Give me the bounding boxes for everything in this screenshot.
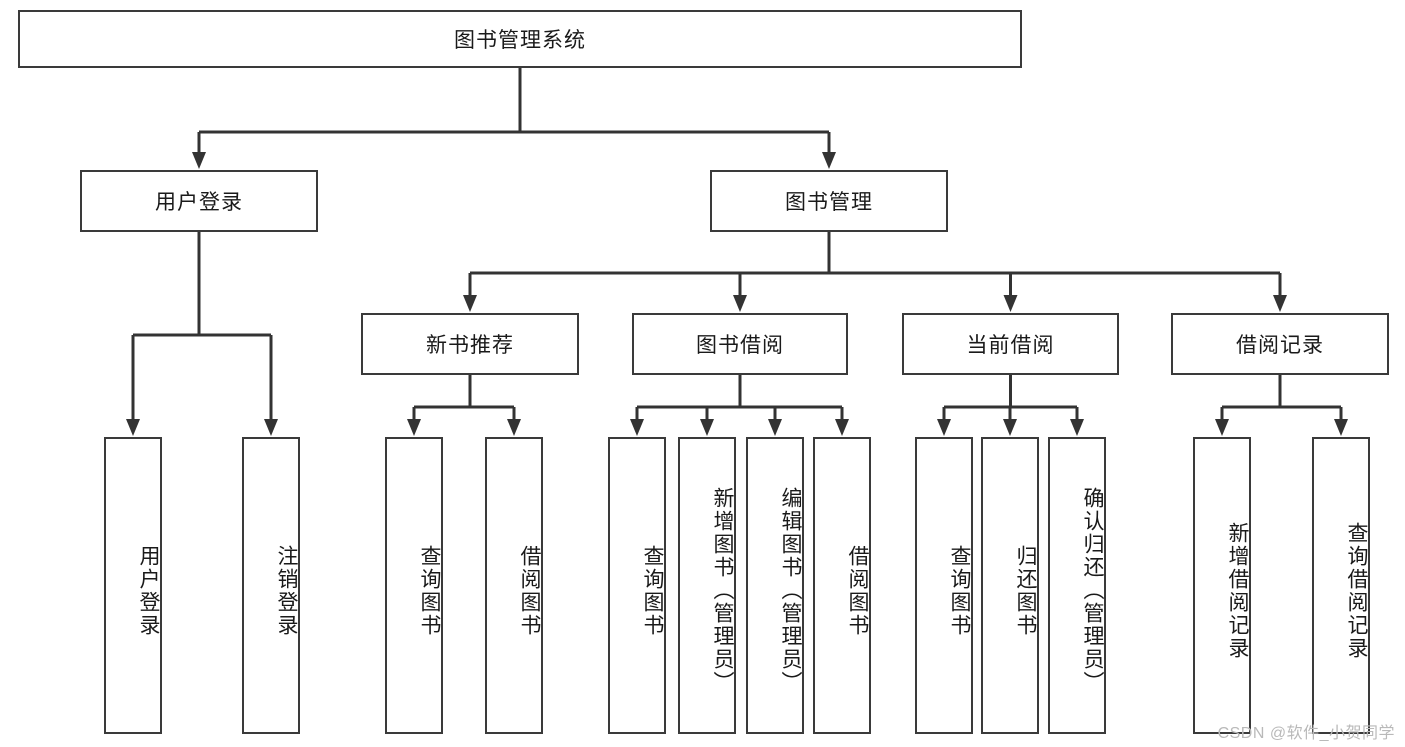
node-label: 新增图书（管理员）: [711, 487, 734, 694]
node-label: 借阅图书: [846, 544, 869, 637]
arrowhead: [1003, 295, 1018, 312]
arrowhead: [1334, 419, 1348, 436]
arrowhead: [733, 295, 747, 312]
node-bookmgmt[interactable]: 图书管理: [710, 170, 948, 232]
arrowhead: [463, 295, 477, 312]
node-newrec[interactable]: 新书推荐: [361, 313, 579, 375]
node-l-re-add[interactable]: 新增借阅记录: [1193, 437, 1251, 734]
arrowhead: [1003, 419, 1017, 436]
arrowhead: [937, 419, 951, 436]
node-label: 编辑图书（管理员）: [779, 487, 802, 694]
arrowhead: [1070, 419, 1084, 436]
node-l-cu-conf[interactable]: 确认归还（管理员）: [1048, 437, 1106, 734]
node-label: 查询图书: [948, 544, 971, 637]
node-label: 当前借阅: [966, 334, 1055, 357]
node-label: 注销登录: [275, 544, 298, 637]
node-l-userlogin[interactable]: 用户登录: [104, 437, 162, 734]
node-label: 借阅图书: [518, 544, 541, 637]
arrowhead: [264, 419, 278, 436]
node-label: 查询图书: [641, 544, 664, 637]
arrowhead: [1215, 419, 1229, 436]
node-label: 确认归还（管理员）: [1081, 487, 1104, 694]
arrowhead: [835, 419, 849, 436]
node-l-nr-query[interactable]: 查询图书: [385, 437, 443, 734]
arrowhead: [407, 419, 421, 436]
arrowhead: [822, 152, 836, 169]
node-records[interactable]: 借阅记录: [1171, 313, 1389, 375]
watermark-label: CSDN @软件_小贺同学: [1217, 725, 1395, 742]
node-l-bo-borrow[interactable]: 借阅图书: [813, 437, 871, 734]
arrowhead: [768, 419, 782, 436]
node-label: 查询借阅记录: [1345, 521, 1368, 660]
node-l-bo-edit[interactable]: 编辑图书（管理员）: [746, 437, 804, 734]
node-label: 图书管理: [785, 191, 873, 214]
node-l-logout[interactable]: 注销登录: [242, 437, 300, 734]
node-label: 用户登录: [155, 191, 243, 214]
node-l-bo-add[interactable]: 新增图书（管理员）: [678, 437, 736, 734]
node-l-re-query[interactable]: 查询借阅记录: [1312, 437, 1370, 734]
node-label: 新书推荐: [426, 334, 514, 357]
node-label: 图书借阅: [696, 334, 784, 357]
node-l-cu-query[interactable]: 查询图书: [915, 437, 973, 734]
node-l-nr-borrow[interactable]: 借阅图书: [485, 437, 543, 734]
node-l-cu-return[interactable]: 归还图书: [981, 437, 1039, 734]
arrowhead: [700, 419, 714, 436]
node-label: 新增借阅记录: [1226, 521, 1249, 660]
node-label: 图书管理系统: [454, 29, 586, 52]
arrowhead: [192, 152, 206, 169]
node-label: 归还图书: [1014, 544, 1037, 637]
arrowhead: [507, 419, 521, 436]
node-borrow[interactable]: 图书借阅: [632, 313, 848, 375]
node-label: 借阅记录: [1236, 334, 1324, 357]
node-label: 查询图书: [418, 544, 441, 637]
arrowhead: [126, 419, 140, 436]
node-login[interactable]: 用户登录: [80, 170, 318, 232]
node-l-bo-query[interactable]: 查询图书: [608, 437, 666, 734]
arrowhead: [630, 419, 644, 436]
node-root[interactable]: 图书管理系统: [18, 10, 1022, 68]
node-current[interactable]: 当前借阅: [902, 313, 1119, 375]
node-label: 用户登录: [137, 544, 160, 637]
arrowhead: [1273, 295, 1287, 312]
